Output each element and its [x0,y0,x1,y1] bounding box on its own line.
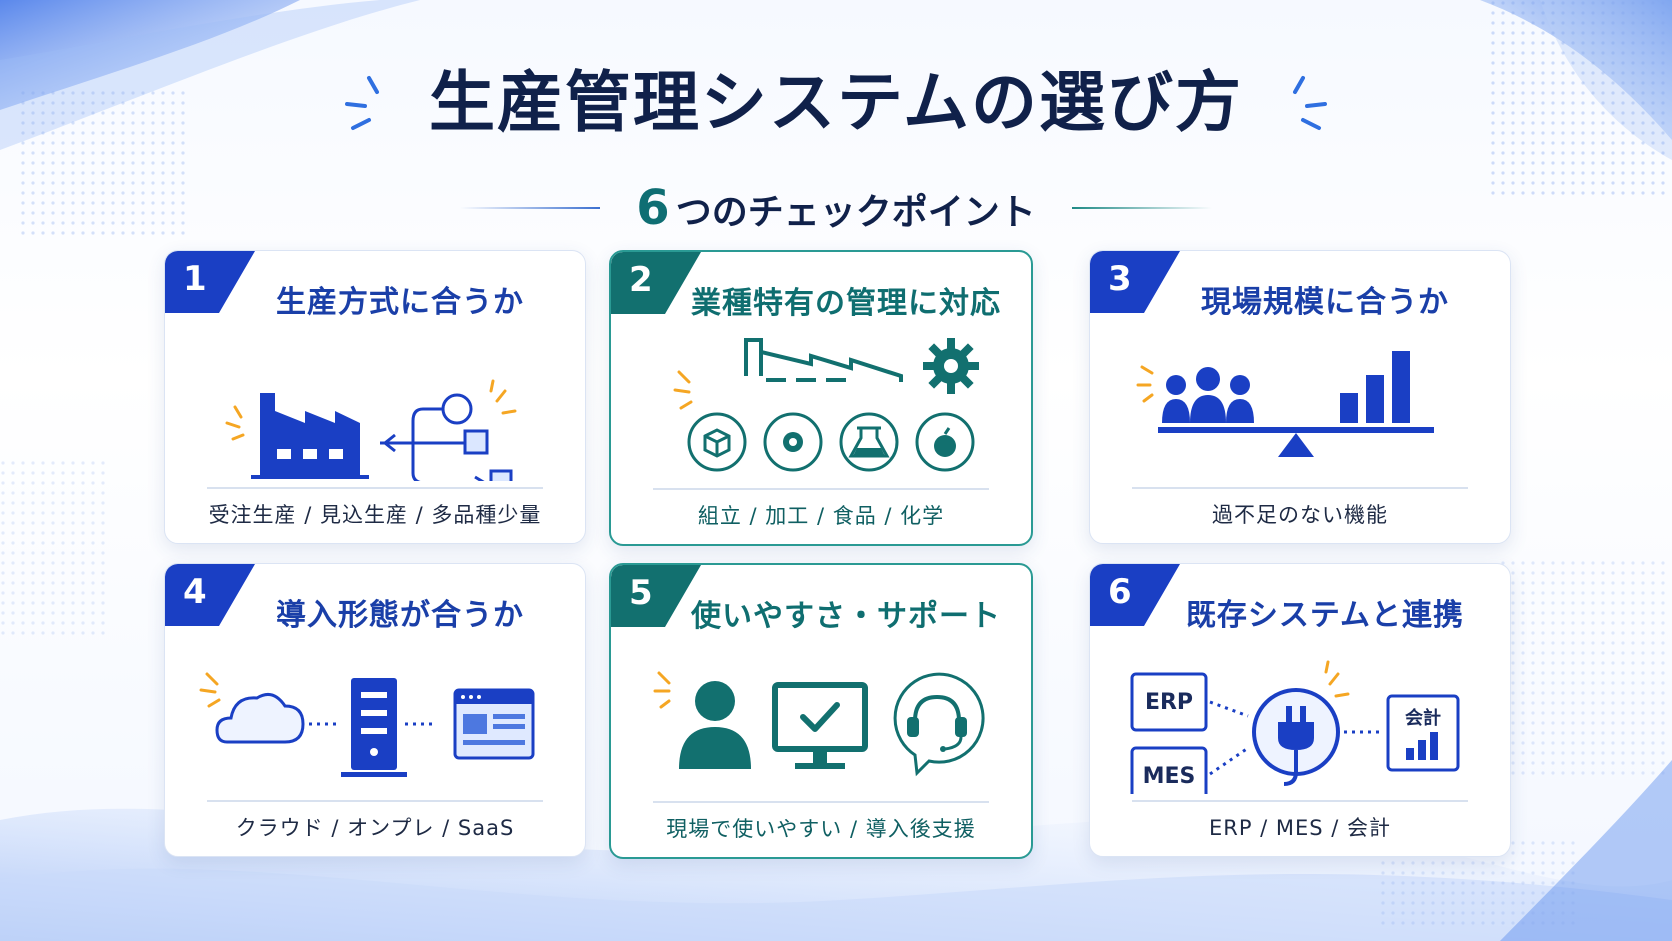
card-number: 1 [183,259,207,299]
card-divider [653,488,989,490]
card-illustration [225,379,517,481]
apple-icon [915,412,975,472]
gear-icon [923,338,979,394]
card-number: 2 [629,260,653,300]
card-illustration [199,672,535,777]
card-title: 現場規模に合うか [1201,285,1449,320]
spark-right-icon [1293,76,1328,130]
card-deployment-type: 4 導入形態が合うか クラウド / オンプレ / SaaS [164,563,586,857]
card-footer: 現場で使いやすい / 導入後支援 [666,817,976,841]
header: 生産管理システムの選び方 [0,70,1672,136]
card-number: 6 [1108,572,1132,612]
subtitle-line-right [1071,207,1212,209]
subtitle-text: つのチェックポイント [675,192,1036,233]
page-title: 生産管理システムの選び方 [428,64,1244,141]
card-title: 使いやすさ・サポート [691,599,1001,634]
card-divider [1132,800,1468,802]
card-title: 導入形態が合うか [276,598,524,633]
card-footer: 組立 / 加工 / 食品 / 化学 [697,504,945,528]
people-group-icon [1162,367,1254,423]
card-production-method: 1 生産方式に合うか 受注生産 / 見込生産 / 多品種少量 [164,250,586,544]
card-number: 4 [183,572,207,612]
mes-label: MES [1143,764,1196,789]
server-icon [341,678,407,777]
card-illustration [1136,351,1434,457]
factory-outline-icon [744,338,903,382]
subtitle-number: 6 [636,180,670,236]
card-footer: 過不足のない機能 [1212,503,1388,527]
card-title: 生産方式に合うか [276,285,524,320]
card-title: 業種特有の管理に対応 [691,286,1001,321]
card-divider [207,487,543,489]
cog-icon [763,412,823,472]
mes-box [1130,746,1208,794]
card-divider [207,800,543,802]
mini-bar-chart-icon [1406,732,1438,760]
spark-left-icon [344,76,379,130]
accounting-label: 会計 [1405,707,1441,729]
card-site-scale: 3 現場規模に合うか 過不足のない機能 [1089,250,1511,544]
browser-window-icon [453,688,535,760]
plug-icon [1252,688,1340,786]
factory-icon [225,393,369,479]
subtitle-line-left [460,207,601,209]
monitor-check-icon [772,682,868,769]
card-illustration [653,671,985,777]
card-footer: 受注生産 / 見込生産 / 多品種少量 [208,503,542,527]
card-title: 既存システムと連携 [1185,598,1465,633]
card-footer: クラウド / オンプレ / SaaS [235,816,515,840]
card-industry-specific: 2 業種特有の管理に対応 [609,250,1033,546]
flow-diagram-icon [380,379,517,481]
headset-icon [893,672,985,777]
card-divider [1132,487,1468,489]
flask-icon [839,412,899,472]
cloud-icon [215,692,305,744]
card-system-integration: 6 既存システムと連携 ERP MES 会計 ERP / MES / 会計 [1089,563,1511,857]
user-icon [679,681,751,769]
erp-label: ERP [1145,690,1193,715]
card-number: 3 [1108,259,1132,299]
balance-scale-icon [1158,427,1434,457]
card-number: 5 [629,573,653,613]
card-illustration: ERP MES 会計 [1130,660,1460,794]
accounting-box [1386,694,1460,772]
card-divider [653,801,989,803]
box-icon [687,412,747,472]
card-footer: ERP / MES / 会計 [1208,816,1392,840]
bar-chart-icon [1340,351,1410,423]
erp-box [1130,672,1208,732]
card-illustration [673,338,979,472]
card-usability-support: 5 使いやすさ・サポート 現場で使いやすい / 導入後支援 [609,563,1033,859]
